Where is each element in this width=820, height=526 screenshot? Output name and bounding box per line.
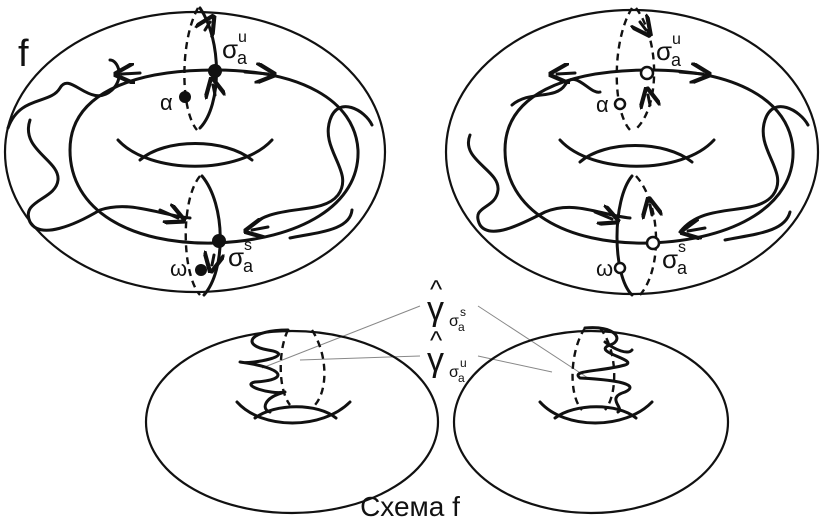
bottom-left-torus	[144, 328, 440, 515]
left-sigma-u-point	[208, 64, 222, 78]
left-torus-outer	[3, 10, 387, 294]
left-arrow-1	[122, 73, 142, 74]
left-torus: f α σ a u σ a s ω	[3, 6, 387, 297]
left-arrow-3	[158, 210, 178, 218]
right-arrow-6	[648, 95, 650, 105]
gamma-s-sigma: σ	[449, 313, 459, 330]
gamma-u-hat: ^	[430, 325, 443, 355]
bottom-left-meridian-dashed-a	[279, 329, 291, 406]
right-lower-meridian-dashed	[635, 175, 658, 296]
bottom-left-outer	[144, 329, 440, 515]
left-sigma-u-sup: u	[238, 29, 247, 46]
right-arrow-3	[593, 212, 612, 219]
bottom-right-outer	[452, 329, 730, 515]
pointer-s-right	[477, 305, 589, 379]
right-arrow-4	[688, 228, 707, 231]
pointer-u-right	[477, 355, 553, 373]
left-torus-longitude	[68, 68, 360, 245]
left-torus-hole-lower	[116, 138, 274, 168]
left-alpha-point	[179, 91, 191, 103]
right-arrow-1	[557, 73, 577, 74]
left-sigma-s-sub: a	[243, 256, 254, 276]
gamma-u-sub: a	[458, 371, 465, 385]
left-arrow-5	[205, 22, 210, 30]
gamma-s-sup: s	[460, 305, 466, 319]
bottom-left-hole-upper	[253, 405, 338, 420]
right-sigma-s-point	[645, 235, 661, 251]
left-omega-point	[195, 264, 207, 276]
bottom-left-meridian-dashed-b	[310, 329, 326, 406]
right-sigma-u-sub: a	[671, 50, 682, 70]
right-upper-meridian-dashed	[615, 7, 634, 131]
right-omega-point	[613, 261, 627, 275]
bottom-right-hole-lower	[538, 400, 654, 425]
left-arrow-6	[213, 85, 215, 95]
gamma-u-gamma: γ	[427, 341, 444, 379]
right-sigma-u-label: σ	[656, 36, 672, 66]
right-alpha-point	[613, 97, 627, 111]
right-wavy-curve-left	[466, 133, 632, 233]
right-arrow-5	[640, 22, 646, 30]
gamma-s-sub: a	[458, 320, 465, 334]
bottom-right-torus	[452, 326, 730, 515]
right-arrow-2	[678, 72, 703, 74]
left-torus-hole-upper	[138, 142, 254, 162]
right-torus: α σ a u σ a s ω	[444, 7, 820, 297]
caption: Схема f	[360, 491, 460, 522]
left-upper-meridian-dashed	[183, 7, 200, 131]
bottom-left-hole-lower	[235, 400, 352, 425]
right-lower-meridian-solid	[615, 174, 634, 297]
left-wavy-curve-right2	[288, 208, 354, 240]
right-torus-longitude	[503, 68, 795, 245]
bottom-right-hole-upper	[553, 405, 638, 420]
left-sigma-s-sup: s	[244, 237, 252, 254]
left-sigma-s-point	[212, 234, 226, 248]
right-alpha-label: α	[596, 92, 609, 117]
left-arrow-4	[252, 227, 270, 230]
bottom-left-wavy	[238, 328, 290, 414]
right-sigma-u-point	[639, 65, 655, 81]
left-alpha-label: α	[160, 90, 173, 115]
right-omega-label: ω	[596, 256, 613, 281]
right-wavy-curve-top	[510, 77, 602, 107]
bottom-right-wavy-short	[603, 340, 634, 354]
gamma-s-gamma: γ	[427, 290, 444, 328]
right-sigma-s-sub: a	[677, 258, 688, 278]
left-sigma-u-label: σ	[222, 34, 238, 64]
label-f: f	[18, 33, 29, 75]
gamma-labels: ^ γ σ a s ^ γ σ a u	[261, 274, 589, 385]
left-sigma-u-sub: a	[237, 48, 248, 68]
left-arrow-7	[212, 255, 214, 265]
bottom-right-wavy	[576, 326, 632, 414]
right-sigma-s-label: σ	[662, 244, 678, 274]
left-wavy-curve-left	[26, 118, 192, 232]
left-lower-meridian-dashed	[184, 175, 201, 296]
right-sigma-s-sup: s	[678, 239, 686, 256]
gamma-u-sigma: σ	[449, 364, 459, 381]
right-torus-outer	[444, 8, 820, 296]
left-wavy-curve-right	[243, 105, 374, 234]
left-arrow-2	[243, 72, 268, 74]
gamma-u-sup: u	[460, 356, 467, 370]
right-wavy-curve-right	[678, 105, 810, 234]
right-torus-hole-lower	[558, 138, 716, 168]
left-sigma-s-label: σ	[228, 242, 244, 272]
gamma-s-hat: ^	[430, 274, 443, 304]
right-sigma-u-sup: u	[672, 31, 681, 48]
right-arrow-7	[650, 205, 652, 215]
right-wavy-curve-right2	[723, 210, 792, 242]
pointer-u-left	[299, 355, 421, 361]
right-torus-hole-upper	[578, 144, 694, 164]
left-omega-label: ω	[170, 256, 187, 281]
